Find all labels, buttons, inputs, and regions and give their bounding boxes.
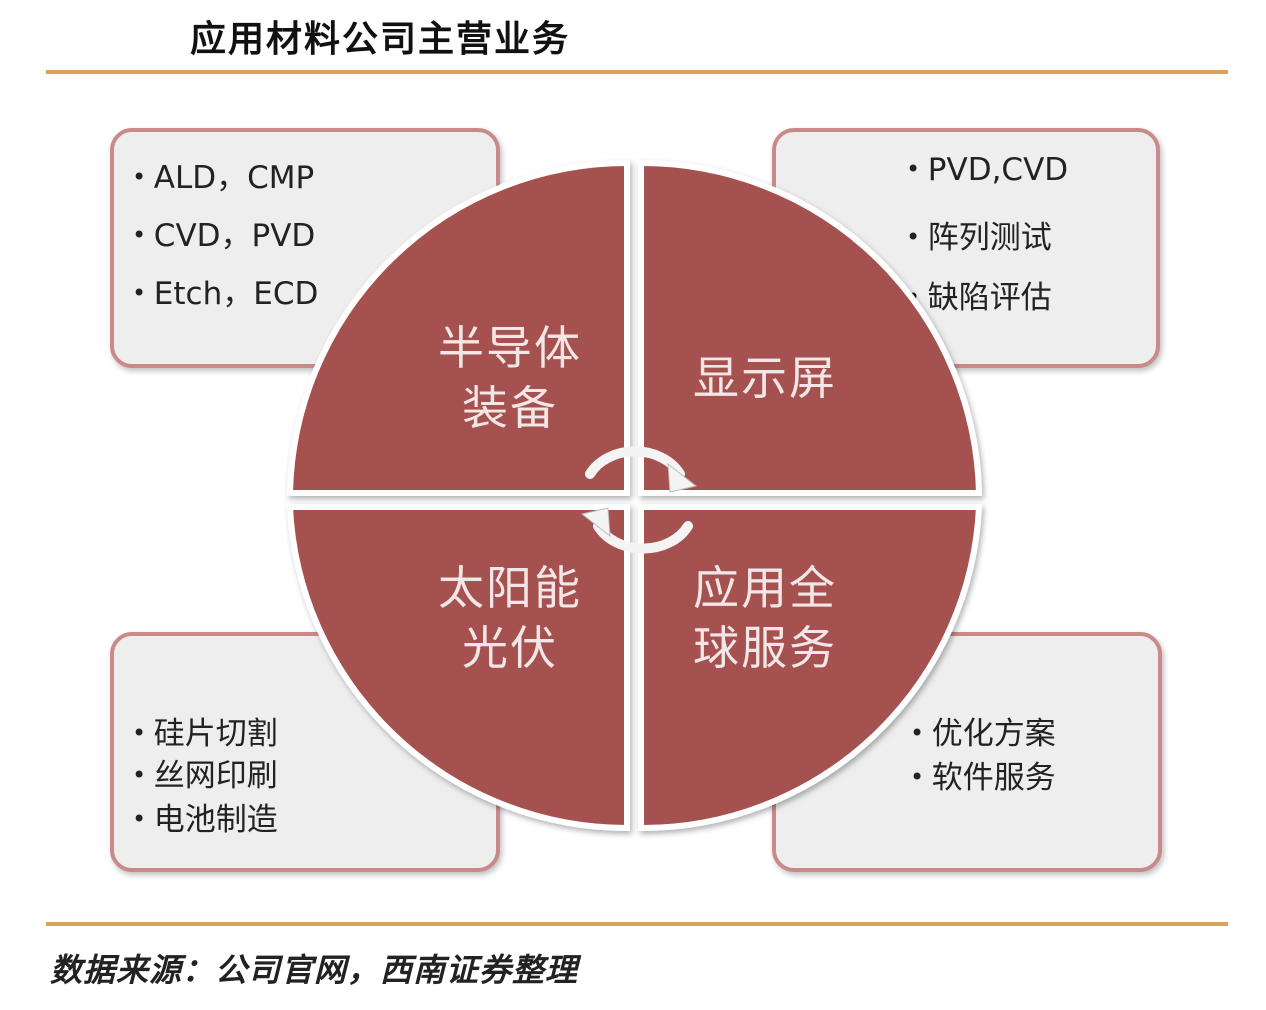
list-item: 优化方案 xyxy=(910,708,1056,753)
cycle-arrows-icon xyxy=(585,446,693,554)
list-item: Etch，ECD xyxy=(132,268,319,313)
list-item: 电池制造 xyxy=(132,794,278,839)
list-item: CVD，PVD xyxy=(132,210,316,255)
quadrant-semiconductor xyxy=(286,159,630,496)
arrow-head-right xyxy=(667,462,698,493)
quadrant-global-services xyxy=(638,504,983,832)
list-item: 缺陷评估 xyxy=(906,272,1052,317)
top-divider xyxy=(46,70,1228,74)
bottom-divider xyxy=(46,922,1228,926)
list-item: ALD，CMP xyxy=(132,152,314,197)
page-title: 应用材料公司主营业务 xyxy=(190,19,571,60)
source-note: 数据来源：公司官网，西南证券整理 xyxy=(50,951,579,989)
arrow-head-left xyxy=(580,507,611,538)
quadrant-label-solar: 太阳能 光伏 xyxy=(438,561,582,675)
list-item: PVD,CVD xyxy=(906,152,1068,188)
quadrant-label-display: 显示屏 xyxy=(693,351,837,405)
list-item: 丝网印刷 xyxy=(132,750,278,795)
quadrant-solar xyxy=(286,504,630,832)
quadrant-label-global-services: 应用全 球服务 xyxy=(693,561,837,675)
quadrant-label-semiconductor: 半导体 装备 xyxy=(438,321,582,435)
list-item: 硅片切割 xyxy=(132,708,278,753)
quadrant-display xyxy=(638,159,983,496)
list-item: 阵列测试 xyxy=(906,212,1052,257)
list-item: 软件服务 xyxy=(910,752,1056,797)
